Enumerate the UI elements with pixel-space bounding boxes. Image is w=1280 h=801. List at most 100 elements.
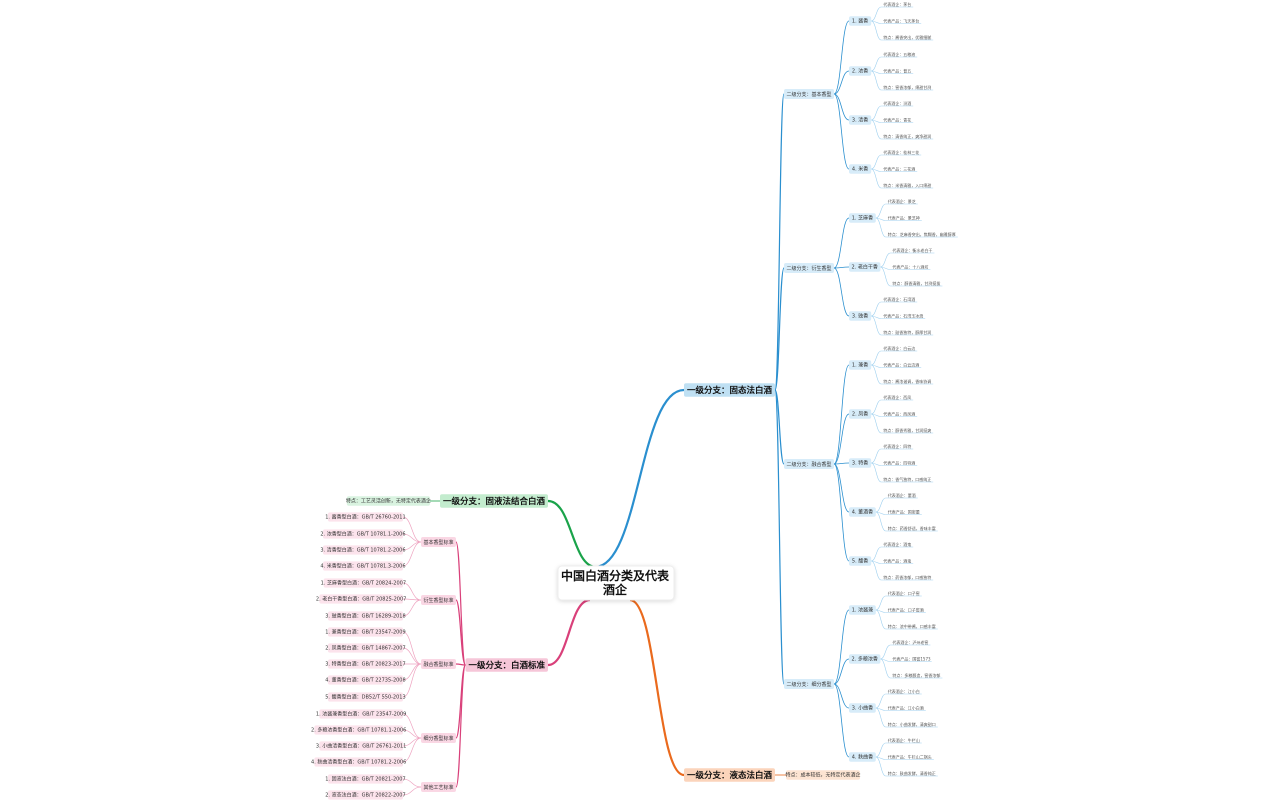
- standard-group-4[interactable]: 其他工艺标准: [421, 782, 456, 792]
- leaf-node[interactable]: 代表酒企：董酒: [885, 492, 918, 499]
- leaf-node[interactable]: 特点：芝麻香突出，焦糊香，幽雅醇厚: [885, 231, 958, 238]
- solid-item-3-1[interactable]: 2. 多粮浓香: [849, 654, 881, 664]
- solid-item-2-1[interactable]: 2. 凤香: [849, 409, 872, 419]
- standard-item-2-2[interactable]: 3. 特香型白酒：GB/T 20823-2017: [325, 659, 406, 669]
- leaf-node[interactable]: 特点：浓中带酱，口感丰富: [885, 623, 938, 630]
- standard-item-0-0[interactable]: 1. 酱香型白酒：GB/T 26760-2011: [325, 512, 406, 522]
- solid-group-0[interactable]: 二级分支：基本香型: [784, 89, 834, 99]
- leaf-node[interactable]: 代表酒企：牛栏山: [885, 737, 922, 744]
- leaf-node[interactable]: 代表产品：三花酒: [881, 165, 918, 172]
- leaf-node[interactable]: 特点：醇香秀雅，甘润挺爽: [881, 427, 934, 434]
- solid-group-2[interactable]: 二级分支：融合香型: [784, 459, 834, 469]
- solid-group-3[interactable]: 二级分支：细分香型: [784, 679, 834, 689]
- solid-item-0-0[interactable]: 1. 酱香: [849, 16, 872, 26]
- standard-item-1-1[interactable]: 2. 老白干香型白酒：GB/T 20825-2007: [316, 594, 406, 604]
- solid-item-1-0[interactable]: 1. 芝麻香: [849, 213, 876, 223]
- leaf-node[interactable]: 代表酒企：泸州老窖: [890, 639, 931, 646]
- standard-item-2-3[interactable]: 4. 董香型白酒：GB/T 22735-2008: [325, 675, 406, 685]
- leaf-node[interactable]: 代表产品：口子窖酒: [885, 606, 926, 613]
- standard-item-1-2[interactable]: 3. 豉香型白酒：GB/T 16289-2018: [325, 611, 406, 621]
- standard-group-2[interactable]: 融合香型标准: [421, 659, 456, 669]
- leaf-node[interactable]: 代表产品：西凤酒: [881, 410, 918, 417]
- standard-item-3-1[interactable]: 2. 多粮浓香型白酒：GB/T 10781.1-2006: [311, 725, 406, 735]
- branch-solid[interactable]: 一级分支：固态法白酒: [684, 383, 775, 397]
- leaf-node[interactable]: 代表酒企：茅台: [881, 1, 914, 8]
- leaf-node[interactable]: 代表酒企：汾酒: [881, 100, 914, 107]
- mixed-note[interactable]: 特点：工艺灵活创新，无特定代表酒企: [346, 496, 431, 506]
- liquid-note[interactable]: 特点：成本较低，无特定代表酒企: [785, 770, 861, 780]
- solid-item-2-3[interactable]: 4. 董酒香: [849, 507, 876, 517]
- solid-item-2-4[interactable]: 5. 馥香: [849, 556, 872, 566]
- leaf-node[interactable]: 特点：酱香突出，优雅细腻: [881, 34, 934, 41]
- leaf-node[interactable]: 特点：窖香浓郁，绵甜甘洌: [881, 84, 934, 91]
- standard-item-0-2[interactable]: 3. 清香型白酒：GB/T 10781.2-2006: [320, 545, 406, 555]
- leaf-node[interactable]: 特点：小曲发酵，清爽甜口: [885, 721, 938, 728]
- standard-item-2-1[interactable]: 2. 凤香型白酒：GB/T 14867-2007: [325, 643, 406, 653]
- link: [871, 546, 882, 562]
- standard-item-3-2[interactable]: 3. 小曲清香型白酒：GB/T 26761-2011: [316, 741, 406, 751]
- standard-item-0-3[interactable]: 4. 米香型白酒：GB/T 10781.3-2006: [320, 561, 406, 571]
- leaf-node[interactable]: 代表产品：酒鬼: [881, 557, 914, 564]
- standard-group-0[interactable]: 基本香型标准: [421, 537, 456, 547]
- solid-item-1-2[interactable]: 3. 豉香: [849, 311, 872, 321]
- leaf-node[interactable]: 代表产品：石湾玉冰烧: [881, 312, 926, 319]
- leaf-node[interactable]: 代表酒企：衡水老白干: [890, 247, 935, 254]
- standard-item-2-4[interactable]: 5. 馥香型白酒：DB52/T 550-2013: [325, 692, 406, 702]
- leaf-node[interactable]: 代表酒企：景芝: [885, 198, 918, 205]
- standard-item-1-0[interactable]: 1. 芝麻香型白酒：GB/T 20824-2007: [321, 578, 406, 588]
- leaf-node[interactable]: 特点：多粮酿造，窖香浓郁: [890, 672, 943, 679]
- solid-item-1-1[interactable]: 2. 老白干香: [849, 262, 881, 272]
- leaf-node[interactable]: 代表产品：青花: [881, 116, 914, 123]
- standard-item-2-0[interactable]: 1. 兼香型白酒：GB/T 23547-2009: [325, 627, 406, 637]
- leaf-node[interactable]: 代表酒企：白云边: [881, 345, 918, 352]
- leaf-node[interactable]: 特点：药香浓郁，口感独特: [881, 574, 934, 581]
- leaf-node[interactable]: 代表产品：四特酒: [881, 459, 918, 466]
- standard-item-3-0[interactable]: 1. 浓酱兼香型白酒：GB/T 23547-2009: [316, 709, 406, 719]
- branch-mixed[interactable]: 一级分支：固液法结合白酒: [440, 494, 548, 508]
- leaf-node[interactable]: 代表产品：国密董: [885, 508, 922, 515]
- solid-item-3-0[interactable]: 1. 浓酱兼: [849, 605, 876, 615]
- standard-item-4-1[interactable]: 2. 液态法白酒：GB/T 20822-2007: [325, 790, 406, 800]
- leaf-node[interactable]: 代表酒企：五粮液: [881, 51, 918, 58]
- leaf-label: 代表产品：普五: [883, 67, 911, 73]
- standard-item-0-1[interactable]: 2. 浓香型白酒：GB/T 10781.1-2006: [320, 529, 406, 539]
- solid-item-0-2[interactable]: 3. 清香: [849, 115, 872, 125]
- leaf-node[interactable]: 代表酒企：酒鬼: [881, 541, 914, 548]
- standard-item-3-3[interactable]: 4. 麸曲清香型白酒：GB/T 10781.2-2006: [311, 757, 406, 767]
- solid-item-2-0[interactable]: 1. 兼香: [849, 360, 872, 370]
- solid-item-2-2[interactable]: 3. 特香: [849, 458, 872, 468]
- branch-standard[interactable]: 一级分支：白酒标准: [465, 658, 549, 672]
- leaf-node[interactable]: 代表产品：十八酒坊: [890, 263, 931, 270]
- solid-group-1[interactable]: 二级分支：衍生香型: [784, 263, 834, 273]
- solid-item-3-2[interactable]: 3. 小曲香: [849, 703, 876, 713]
- leaf-node[interactable]: 代表酒企：西凤: [881, 394, 914, 401]
- leaf-node[interactable]: 代表酒企：口子窖: [885, 590, 922, 597]
- leaf-node[interactable]: 特点：醇香清雅，甘洌挺拔: [890, 280, 943, 287]
- leaf-node[interactable]: 特点：药香舒适，香味丰富: [885, 525, 938, 532]
- leaf-node[interactable]: 特点：米香清雅，入口绵甜: [881, 182, 934, 189]
- leaf-node[interactable]: 特点：豉香独特，醇厚甘润: [881, 329, 934, 336]
- leaf-node[interactable]: 特点：香气独特，口感纯正: [881, 476, 934, 483]
- leaf-node[interactable]: 代表酒企：桂林三花: [881, 149, 922, 156]
- leaf-node[interactable]: 特点：麸曲发酵，清香纯正: [885, 770, 938, 777]
- leaf-node[interactable]: 代表产品：江小白酒: [885, 704, 926, 711]
- leaf-node[interactable]: 代表产品：牛栏山二锅头: [885, 753, 934, 760]
- leaf-node[interactable]: 代表酒企：四特: [881, 443, 914, 450]
- leaf-node[interactable]: 特点：酱浓谐调，香味协调: [881, 378, 934, 385]
- leaf-node[interactable]: 代表酒企：江小白: [885, 688, 922, 695]
- leaf-node[interactable]: 特点：清香纯正，爽净甜润: [881, 133, 934, 140]
- leaf-node[interactable]: 代表酒企：石湾酒: [881, 296, 918, 303]
- solid-item-0-1[interactable]: 2. 浓香: [849, 66, 872, 76]
- branch-liquid[interactable]: 一级分支：液态法白酒: [684, 768, 775, 782]
- leaf-node[interactable]: 代表产品：普五: [881, 67, 914, 74]
- leaf-node[interactable]: 代表产品：飞天茅台: [881, 17, 922, 24]
- leaf-node[interactable]: 代表产品：国窖1573: [890, 655, 932, 662]
- standard-group-3[interactable]: 细分香型标准: [421, 733, 456, 743]
- standard-group-1[interactable]: 衍生香型标准: [421, 595, 456, 605]
- solid-item-0-3[interactable]: 4. 米香: [849, 164, 872, 174]
- leaf-node[interactable]: 代表产品：白云边酒: [881, 361, 922, 368]
- leaf-node[interactable]: 代表产品：景芝神: [885, 214, 922, 221]
- solid-item-3-3[interactable]: 4. 麸曲香: [849, 752, 876, 762]
- standard-item-4-0[interactable]: 1. 固液法白酒：GB/T 20821-2007: [325, 774, 406, 784]
